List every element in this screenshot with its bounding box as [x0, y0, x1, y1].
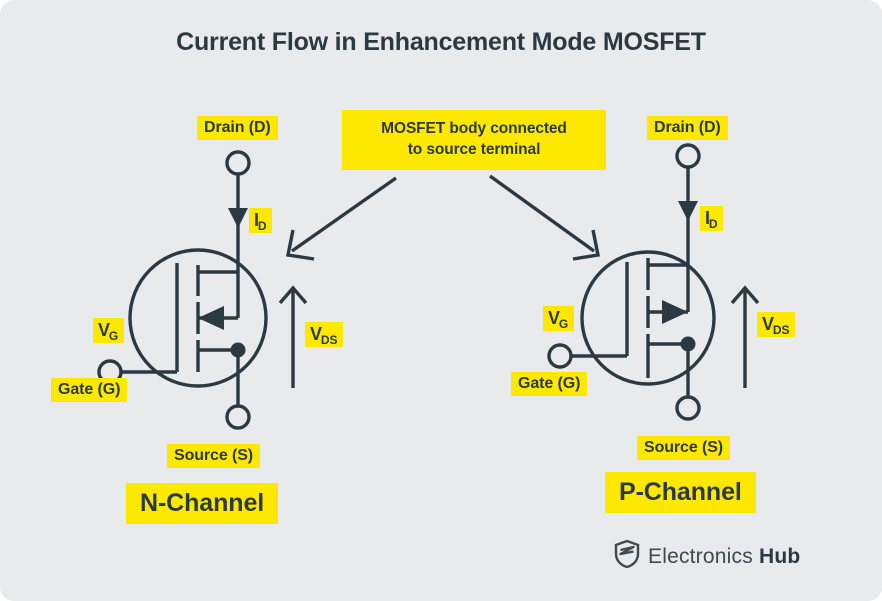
n-ds-voltage-label: VDS [305, 322, 344, 347]
n-vds-base: V [310, 324, 322, 344]
annotation-arrows [285, 174, 601, 261]
n-source-terminal-node [225, 404, 251, 430]
annotation-arrow-right-shaft [489, 174, 595, 253]
p-drain-label: Drain (D) [647, 116, 728, 141]
annotation-arrow-left-shaft [291, 176, 397, 253]
p-envelope-circle [580, 250, 716, 386]
p-drain-current-arrowhead [678, 201, 698, 221]
p-source-label: Source (S) [637, 436, 731, 461]
p-channel-symbol [547, 143, 760, 421]
n-envelope-circle [128, 248, 268, 388]
n-drain-label: Drain (D) [197, 116, 278, 141]
n-channel-title: N-Channel [126, 483, 279, 524]
p-gate-voltage-label: VG [543, 306, 575, 331]
n-drain-current-label: ID [249, 208, 273, 233]
p-vds-base: V [762, 314, 774, 334]
n-id-sub: D [257, 219, 267, 233]
n-body-arrowhead [198, 306, 224, 330]
page-title: Current Flow in Enhancement Mode MOSFET [176, 28, 706, 56]
p-gate-label: Gate (G) [511, 372, 588, 397]
brand-logo: Electronics Hub [614, 539, 800, 573]
brand-name-light: Electronics [648, 544, 753, 568]
p-gate-terminal-node [547, 343, 573, 369]
p-ds-voltage-label: VDS [757, 312, 796, 337]
shield-bolt-icon [614, 539, 640, 573]
annotation-line-2: to source terminal [407, 140, 541, 158]
n-drain-terminal-node [225, 150, 251, 176]
p-id-base: I [705, 208, 710, 228]
p-drain-terminal-node [675, 143, 701, 169]
p-vg-base: V [548, 308, 560, 328]
p-source-terminal-node [675, 395, 701, 421]
n-vds-sub: DS [320, 333, 338, 347]
brand-name-bold: Hub [758, 544, 801, 568]
annotation-arrow-left-head [285, 229, 315, 261]
brand-name: Electronics Hub [648, 545, 800, 569]
annotation-arrow-right-head [572, 229, 601, 261]
p-vg-sub: G [558, 317, 569, 331]
annotation-line-1: MOSFET body connected [381, 120, 567, 137]
n-id-base: I [254, 210, 259, 230]
n-drain-current-arrowhead [228, 208, 248, 228]
n-vg-base: V [98, 320, 110, 340]
n-channel-symbol [97, 150, 308, 430]
p-id-sub: D [708, 217, 718, 231]
body-source-annotation: MOSFET body connected to source terminal [342, 110, 606, 170]
n-gate-voltage-label: VG [93, 318, 125, 343]
p-drain-current-label: ID [700, 206, 724, 231]
p-channel-title: P-Channel [605, 472, 756, 513]
n-vds-arrowhead [278, 285, 308, 305]
n-vg-sub: G [108, 329, 119, 343]
p-body-arrowhead [662, 300, 688, 324]
n-gate-label: Gate (G) [51, 378, 128, 403]
p-vds-arrowhead [730, 285, 760, 305]
p-vds-sub: DS [772, 323, 790, 337]
n-source-label: Source (S) [167, 444, 261, 469]
